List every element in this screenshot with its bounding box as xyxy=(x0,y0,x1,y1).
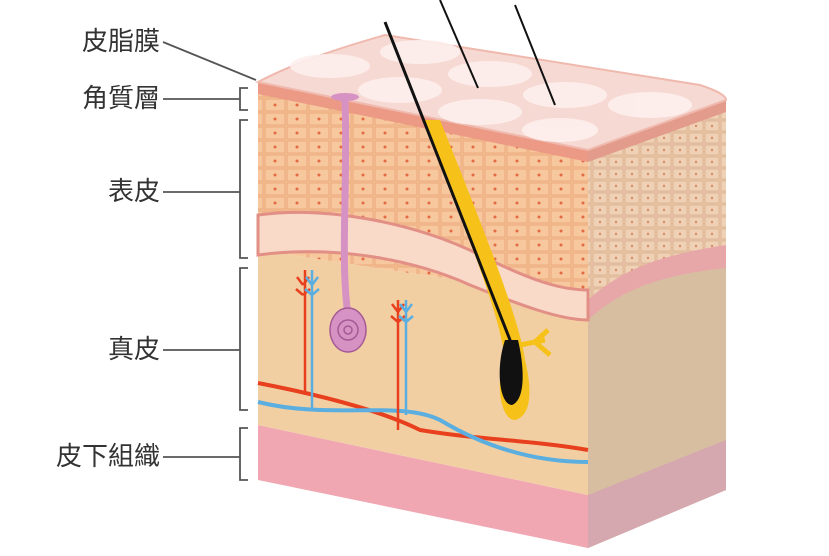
blood-vessels xyxy=(257,270,589,464)
label-stratum-corneum: 角質層 xyxy=(81,84,160,114)
front-face xyxy=(256,82,590,548)
label-epidermis: 表皮 xyxy=(107,177,160,207)
label-sebum-film: 皮脂膜 xyxy=(81,27,160,57)
sebum-film-surface xyxy=(255,33,728,152)
subcutaneous-layer xyxy=(258,425,588,548)
label-dermis: 真皮 xyxy=(107,335,160,365)
sweat-gland xyxy=(329,93,367,353)
leader-lines xyxy=(162,41,257,481)
hair-follicle xyxy=(383,0,556,420)
label-subcutaneous: 皮下組織 xyxy=(55,442,160,472)
side-face xyxy=(588,100,726,548)
